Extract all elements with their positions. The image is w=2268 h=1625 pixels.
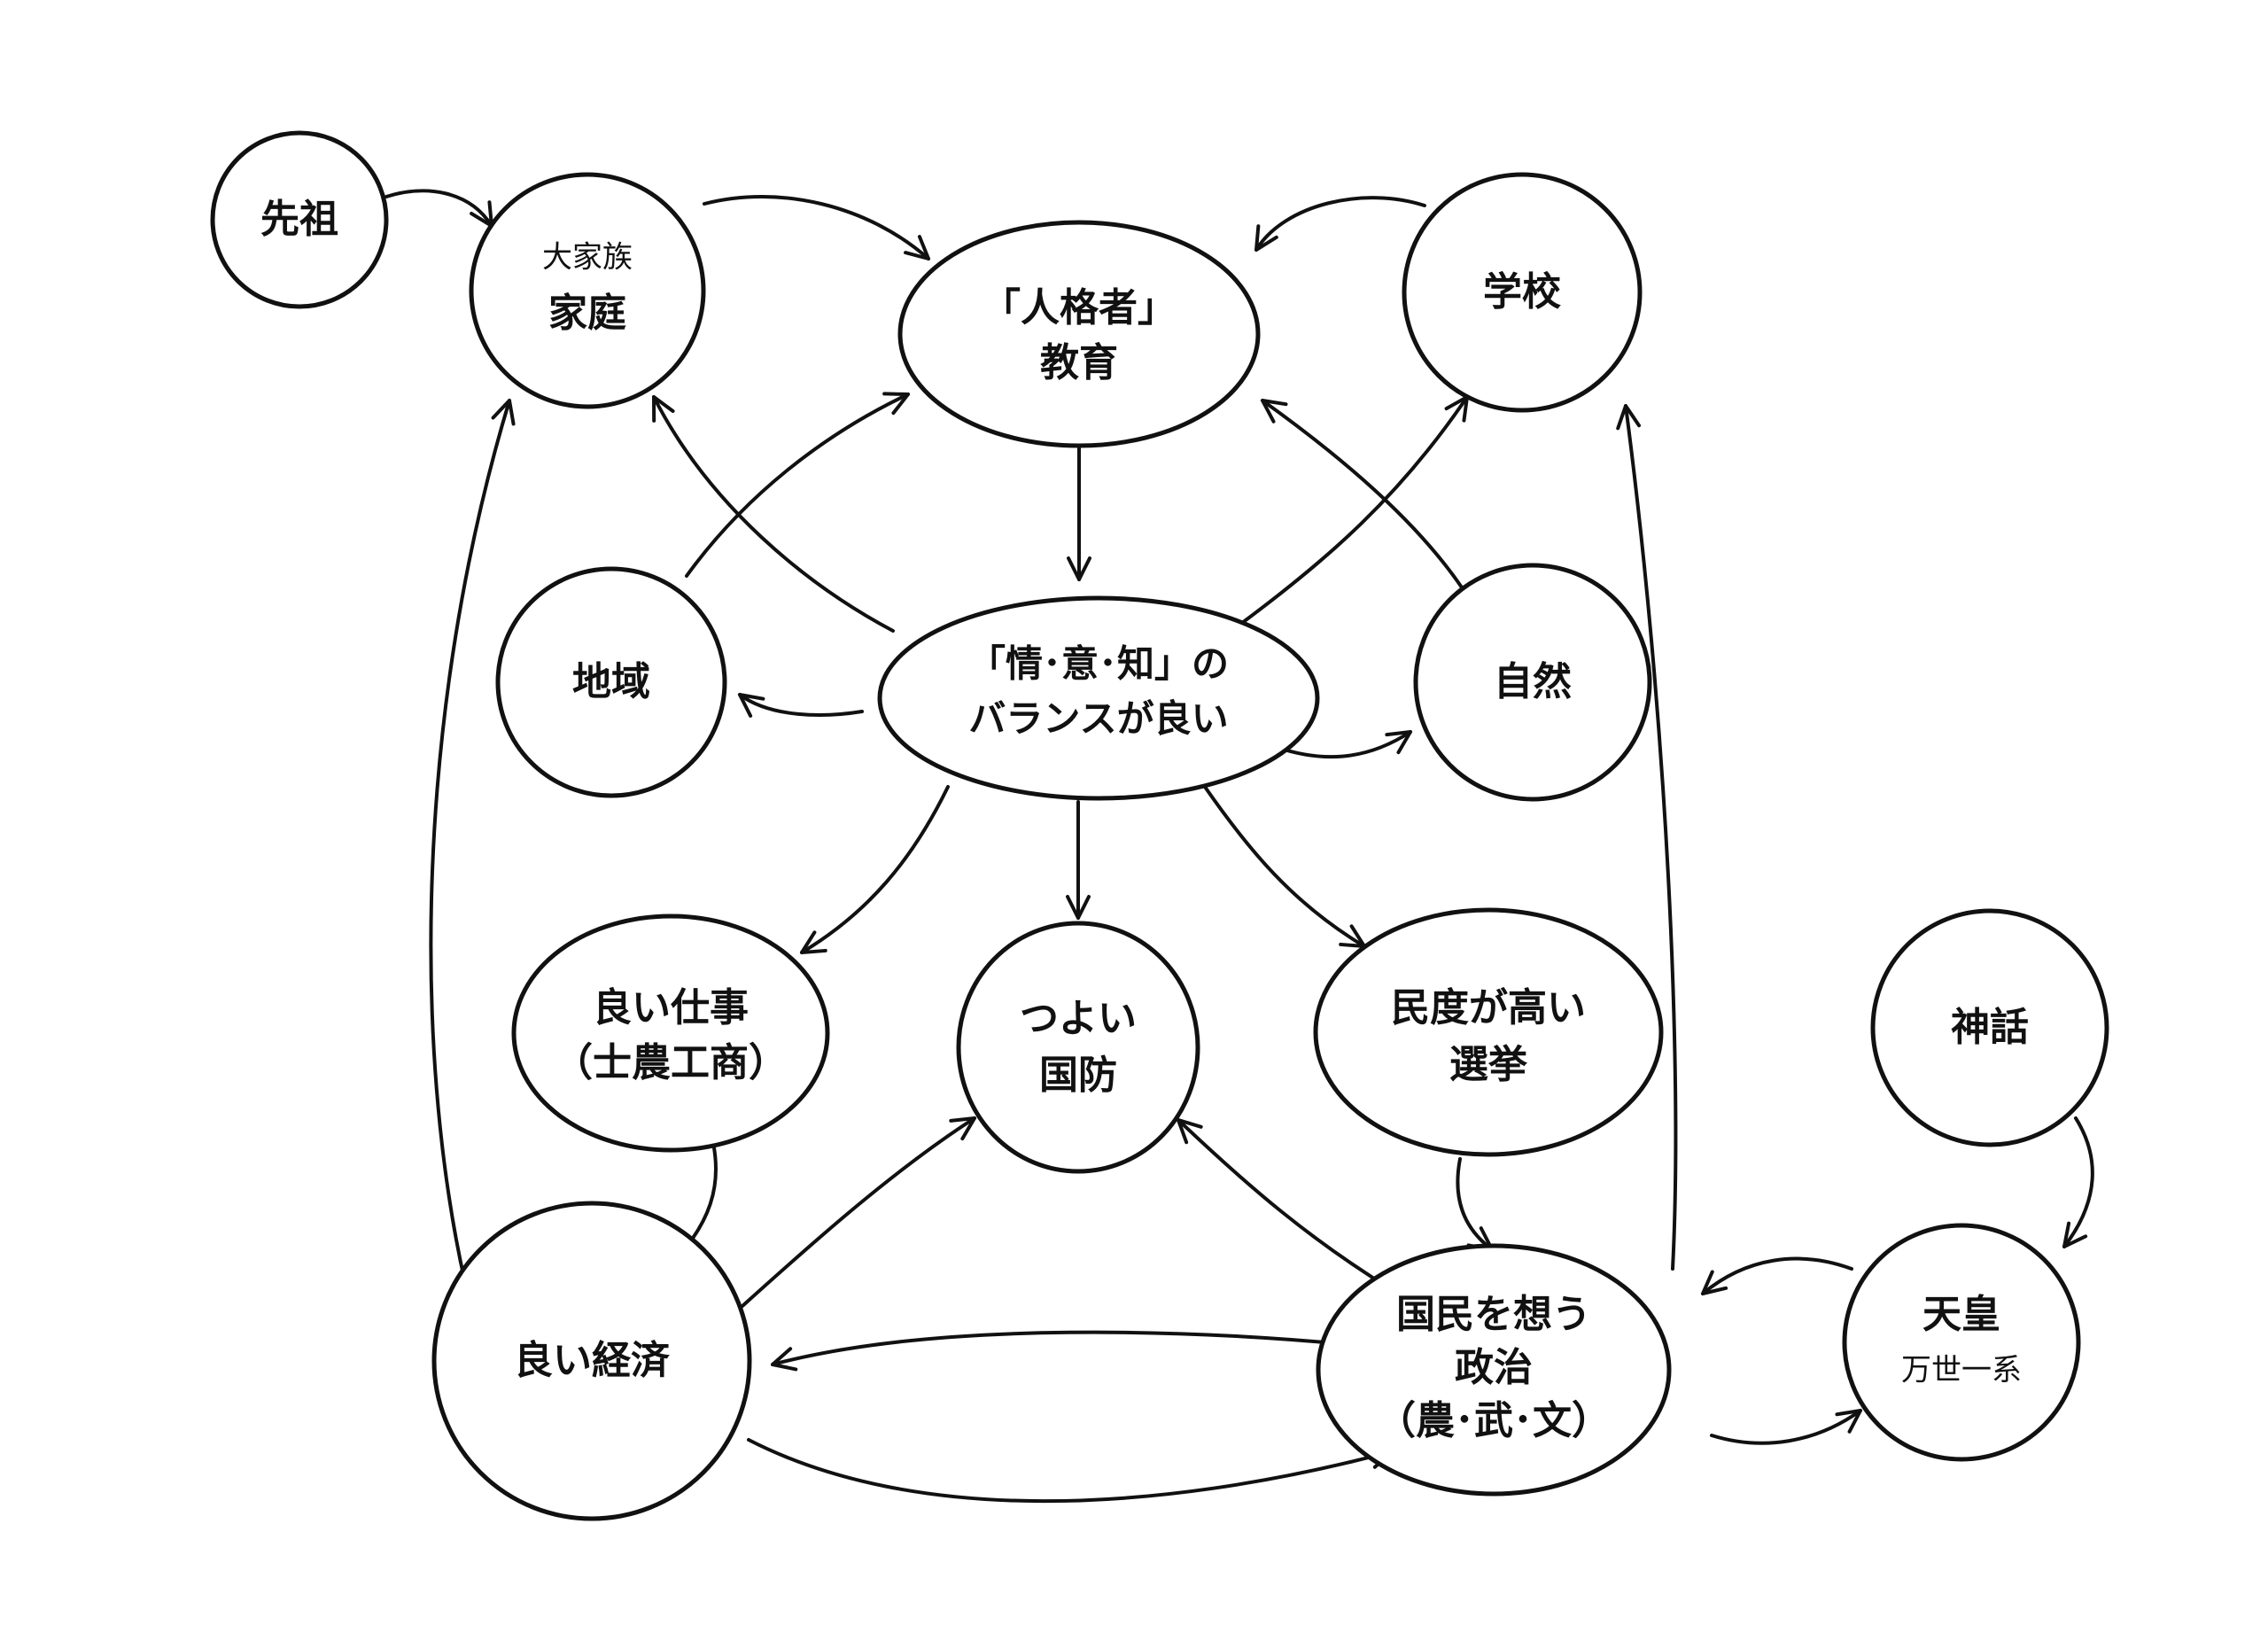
edge-balance-to-school bbox=[1240, 395, 1469, 625]
node-nature: 自然 bbox=[1413, 563, 1652, 802]
node-politics-line3: （農･武･文） bbox=[1377, 1398, 1611, 1443]
edge-economy-to-politics bbox=[747, 1438, 1394, 1504]
edge-myth-to-emperor bbox=[2062, 1116, 2094, 1248]
edge-school-to-education bbox=[1254, 196, 1426, 252]
edge-balance-to-election bbox=[1203, 785, 1366, 948]
edge-ancestors-to-family bbox=[384, 189, 493, 228]
node-economy-shape bbox=[431, 1201, 752, 1521]
node-family-label-main: 家庭 bbox=[548, 291, 626, 336]
node-school: 学校 bbox=[1402, 172, 1643, 413]
node-politics-line2: 政治 bbox=[1455, 1345, 1533, 1390]
node-election: 民度が高い 選挙 bbox=[1313, 907, 1664, 1157]
edge-balance-to-good-work bbox=[800, 785, 950, 954]
node-education-shape bbox=[897, 220, 1261, 448]
edge-emperor-to-politics bbox=[1701, 1256, 1853, 1295]
edges-layer bbox=[384, 189, 2094, 1504]
edge-family-to-education bbox=[703, 194, 930, 260]
node-community-shape bbox=[495, 566, 727, 798]
nodes-layer: 先祖 大家族 家庭 「人格者」 教育 学校 地域 「情･意･知」の バランスが良… bbox=[210, 130, 2109, 1521]
node-balance: 「情･意･知」の バランスが良い bbox=[877, 595, 1320, 801]
node-school-label: 学校 bbox=[1483, 269, 1561, 315]
node-defense: つよい 国防 bbox=[956, 921, 1200, 1174]
node-economy-label: 良い経済 bbox=[514, 1338, 671, 1383]
node-defense-shape bbox=[956, 921, 1200, 1174]
node-community-label: 地域 bbox=[572, 659, 650, 704]
node-politics: 国民を想う 政治 （農･武･文） bbox=[1316, 1243, 1672, 1497]
node-family: 大家族 家庭 bbox=[469, 172, 706, 409]
node-ancestors-label: 先祖 bbox=[260, 197, 338, 242]
edge-balance-to-nature bbox=[1274, 730, 1412, 759]
node-myth-shape bbox=[1870, 908, 2109, 1147]
edge-politics-to-defense bbox=[1177, 1118, 1397, 1294]
node-emperor-shape bbox=[1842, 1223, 2081, 1462]
node-balance-line2: バランスが良い bbox=[968, 697, 1228, 741]
node-education-line2: 教育 bbox=[1040, 340, 1118, 385]
edge-economy-to-defense bbox=[741, 1116, 976, 1308]
edge-community-to-education bbox=[685, 392, 910, 578]
node-family-label-top: 大家族 bbox=[542, 240, 633, 276]
node-good-work: 良い仕事 （士農工商） bbox=[511, 914, 830, 1153]
node-ancestors: 先祖 bbox=[210, 130, 389, 309]
edge-politics-to-economy bbox=[771, 1330, 1375, 1372]
node-politics-shape bbox=[1316, 1243, 1672, 1497]
node-defense-line1: つよい bbox=[1020, 996, 1137, 1041]
node-nature-shape bbox=[1413, 563, 1652, 802]
edge-politics-to-emperor bbox=[1710, 1409, 1862, 1445]
node-balance-shape bbox=[877, 595, 1320, 801]
node-family-shape bbox=[469, 172, 706, 409]
node-politics-line1: 国民を想う bbox=[1396, 1292, 1591, 1337]
node-good-work-line1: 良い仕事 bbox=[593, 985, 749, 1030]
node-election-line2: 選挙 bbox=[1449, 1042, 1527, 1087]
node-emperor: 天皇 万世一系 bbox=[1842, 1223, 2081, 1462]
node-economy: 良い経済 bbox=[431, 1201, 752, 1521]
node-school-shape bbox=[1402, 172, 1643, 413]
edge-balance-to-community bbox=[738, 693, 864, 718]
node-emperor-label-sub: 万世一系 bbox=[1901, 1353, 2022, 1388]
node-myth-label: 神話 bbox=[1951, 1005, 2029, 1050]
node-nature-label: 自然 bbox=[1494, 659, 1572, 704]
node-education: 「人格者」 教育 bbox=[897, 220, 1261, 448]
node-emperor-label-main: 天皇 bbox=[1922, 1292, 2000, 1337]
node-community: 地域 bbox=[495, 566, 727, 798]
node-ancestors-shape bbox=[210, 130, 389, 309]
edge-economy-to-family bbox=[429, 399, 516, 1285]
node-good-work-line2: （士農工商） bbox=[554, 1040, 788, 1085]
edge-balance-to-family bbox=[652, 395, 895, 633]
node-myth: 神話 bbox=[1870, 908, 2109, 1147]
edge-election-to-politics bbox=[1456, 1157, 1494, 1251]
edge-politics-to-school bbox=[1616, 404, 1678, 1271]
edge-nature-to-education bbox=[1261, 399, 1464, 589]
node-election-shape bbox=[1313, 907, 1664, 1157]
node-election-line1: 民度が高い bbox=[1391, 985, 1586, 1030]
node-balance-line1: 「情･意･知」の bbox=[968, 642, 1229, 686]
node-good-work-shape bbox=[511, 914, 830, 1153]
node-defense-line2: 国防 bbox=[1039, 1053, 1117, 1098]
node-education-line1: 「人格者」 bbox=[982, 285, 1177, 330]
